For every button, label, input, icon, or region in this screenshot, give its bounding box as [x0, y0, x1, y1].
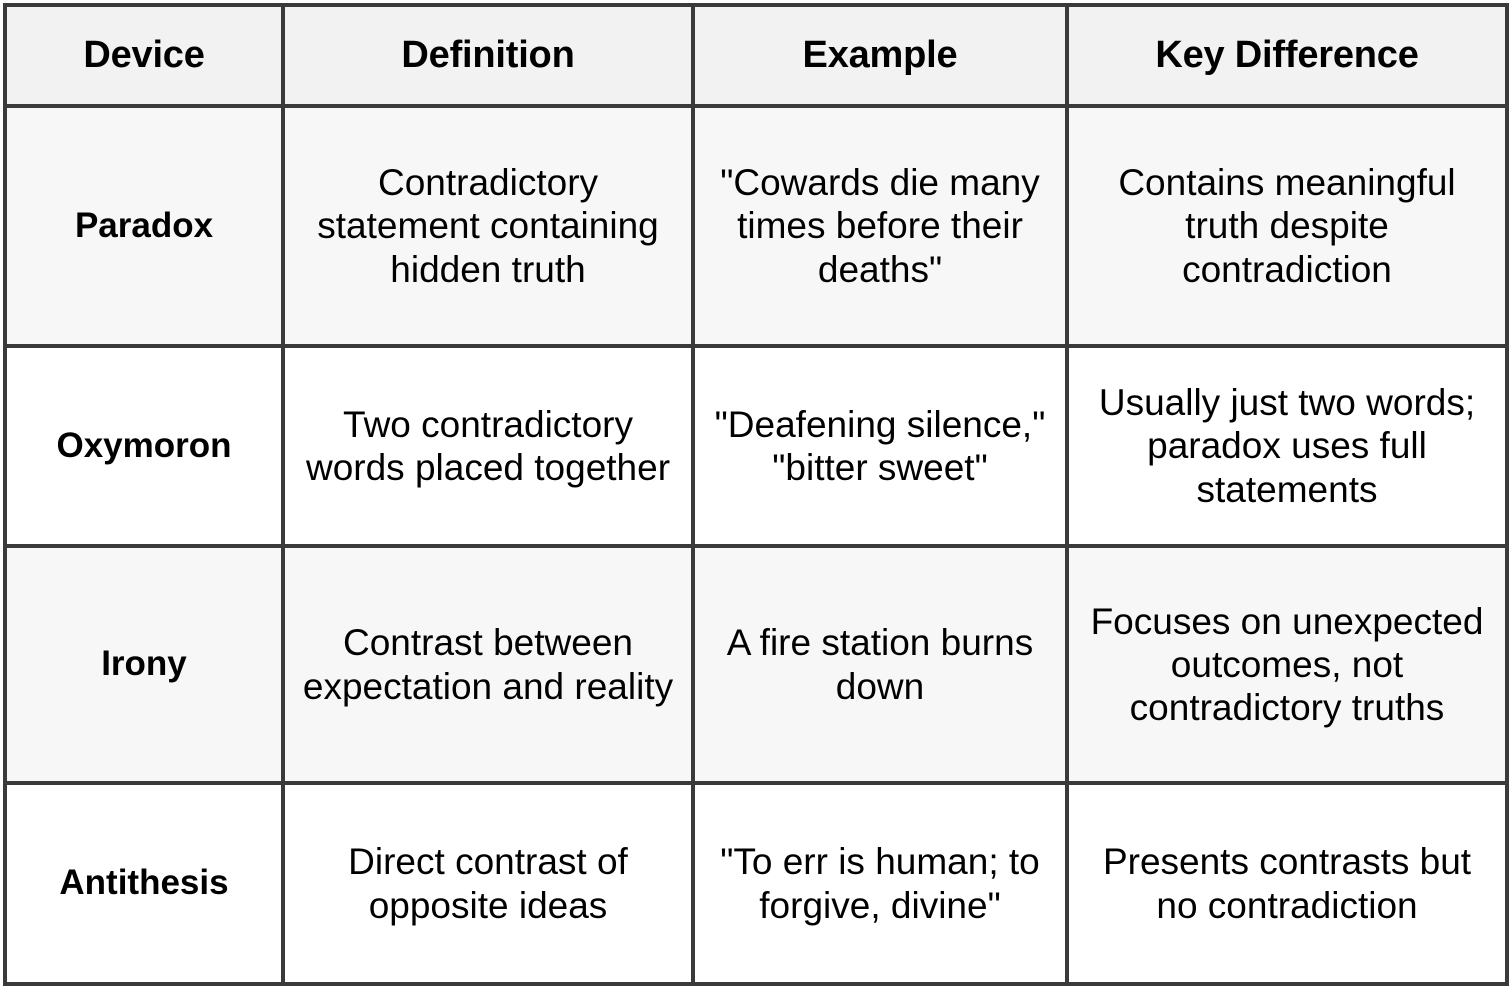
table-header: Device Definition Example Key Difference — [3, 3, 1509, 108]
cell-key-difference: Presents contrasts but no contradiction — [1065, 781, 1509, 986]
cell-definition: Direct contrast of opposite ideas — [281, 781, 695, 986]
cell-key-difference: Usually just two words; paradox uses ful… — [1065, 344, 1509, 548]
table-body: Paradox Contradictory statement containi… — [3, 104, 1509, 986]
cell-key-difference: Focuses on unexpected outcomes, not cont… — [1065, 544, 1509, 785]
cell-definition: Two contradictory words placed together — [281, 344, 695, 548]
header-row: Device Definition Example Key Difference — [3, 3, 1509, 108]
table-container: Device Definition Example Key Difference… — [3, 3, 1509, 986]
cell-example: A fire station burns down — [691, 544, 1069, 785]
cell-example: "To err is human; to forgive, divine" — [691, 781, 1069, 986]
cell-example: "Cowards die many times before their dea… — [691, 104, 1069, 348]
table-row: Irony Contrast between expectation and r… — [3, 544, 1509, 785]
column-header-definition: Definition — [281, 3, 695, 108]
table-row: Oxymoron Two contradictory words placed … — [3, 344, 1509, 548]
cell-example: "Deafening silence," "bitter sweet" — [691, 344, 1069, 548]
cell-device: Oxymoron — [3, 344, 285, 548]
cell-definition: Contrast between expectation and reality — [281, 544, 695, 785]
literary-devices-comparison-table: Device Definition Example Key Difference… — [3, 3, 1509, 986]
table-row: Paradox Contradictory statement containi… — [3, 104, 1509, 348]
cell-definition: Contradictory statement containing hidde… — [281, 104, 695, 348]
column-header-example: Example — [691, 3, 1069, 108]
column-header-device: Device — [3, 3, 285, 108]
table-row: Antithesis Direct contrast of opposite i… — [3, 781, 1509, 986]
column-header-key-difference: Key Difference — [1065, 3, 1509, 108]
cell-device: Irony — [3, 544, 285, 785]
cell-device: Antithesis — [3, 781, 285, 986]
cell-key-difference: Contains meaningful truth despite contra… — [1065, 104, 1509, 348]
cell-device: Paradox — [3, 104, 285, 348]
